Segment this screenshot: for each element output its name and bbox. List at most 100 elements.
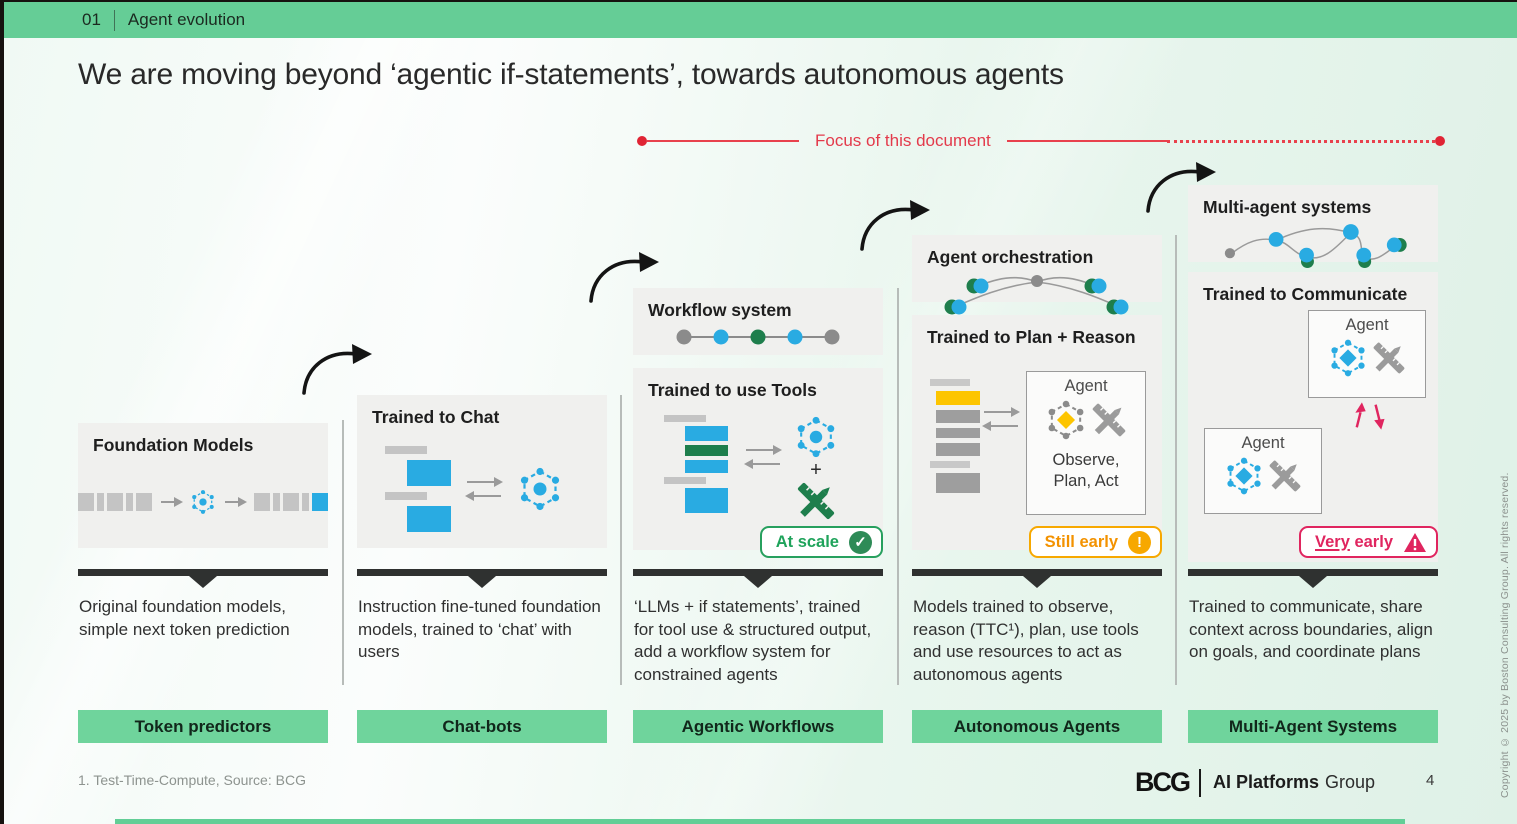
predicted-token [311,493,328,511]
stage-label: Multi-Agent Systems [1188,710,1438,743]
token-prediction-illustration [78,480,328,524]
arrow-left-icon [984,425,1018,427]
neural-network-icon [797,416,835,458]
tools-icon [1269,460,1300,492]
column-token-predictors: Foundation Models Original foundation mo… [78,0,328,824]
stage-pointer [468,576,496,588]
focus-annotation: Focus of this document [637,131,1445,151]
tools-icon [797,482,835,520]
stage-pointer [189,576,217,588]
arrow-right-icon [224,496,248,507]
tools-icon [1092,403,1125,437]
structured-output-stack [664,415,728,513]
card-title: Workflow system [648,300,792,320]
card-trained-to-chat: Trained to Chat [357,395,607,548]
highlighted-step [936,391,980,405]
curved-arrow-icon [589,252,659,303]
stage-description: Models trained to observe, reason (TTC¹)… [913,597,1139,684]
card-workflow-system: Workflow system [633,288,883,355]
page-number: 4 [1426,772,1435,789]
column-agentic-workflows: Workflow system Trained to use Tools [633,0,883,824]
card-title: Trained to Communicate [1203,284,1408,304]
stage-label: Chat-bots [357,710,607,743]
column-chat-bots: Trained to Chat Instructi [357,0,607,824]
stage-bar [78,569,328,576]
stage-pointer [744,576,772,588]
neural-network-icon [520,467,560,511]
card-title: Agent orchestration [927,247,1094,267]
curved-arrow-icon [1146,162,1216,213]
card-title: Trained to Plan + Reason [927,327,1136,347]
section-number: 01 [82,10,101,29]
multi-agent-network-icon [1224,224,1407,268]
arrow-right-icon [746,444,782,455]
copyright-notice: Copyright © 2025 by Boston Consulting Gr… [1499,472,1511,798]
slide-left-edge [0,0,4,824]
tool-exchange-arrows [746,444,782,465]
neural-network-diamond-icon [1226,457,1261,495]
stage-label: Agentic Workflows [633,710,883,743]
card-title: Foundation Models [93,435,254,455]
stage-description: ‘LLMs + if statements’, trained for tool… [634,597,872,684]
agent-orchestration-icon [944,275,1129,315]
card-trained-to-plan-reason: Trained to Plan + Reason Agent [912,315,1162,550]
card-foundation-models: Foundation Models [78,423,328,548]
brand-footer: BCG AI Platforms Group [1135,767,1375,798]
message-exchange-arrows [467,476,503,497]
stage-label: Autonomous Agents [912,710,1162,743]
column-divider [342,420,344,685]
agent-box-bottom: Agent [1204,428,1322,514]
curved-arrow-icon [860,200,930,251]
chat-messages [385,446,451,532]
agent-box-title: Agent [1064,377,1108,395]
chat-illustration [357,446,607,532]
page-title: We are moving beyond ‘agentic if-stateme… [78,58,1064,91]
column-autonomous-agents: Agent orchestration Trained to Plan + Re… [912,0,1162,824]
input-tokens [78,493,152,511]
plan-stack [930,379,980,493]
stage-pointer [1299,576,1327,588]
focus-line-right-dotted [1166,139,1435,143]
bcg-logo: BCG [1135,767,1191,797]
neural-network-diamond-icon [1330,339,1365,377]
maturity-badge-still-early: Still early ! [1028,526,1162,558]
focus-line-end-dot [1435,136,1445,146]
neural-network-icon [192,490,214,514]
tools-icon [1373,342,1404,374]
stage-description: Trained to communicate, share context ac… [1189,597,1433,662]
column-divider [1175,235,1177,685]
agent-box-title: Agent [1345,316,1389,334]
check-circle-icon: ✓ [849,530,872,554]
card-title: Trained to use Tools [648,380,817,400]
brand-group-bold: AI Platforms [1213,772,1320,792]
card-title: Multi-agent systems [1203,197,1372,217]
card-trained-to-use-tools: Trained to use Tools [633,368,883,550]
card-agent-orchestration: Agent orchestration [912,235,1162,315]
maturity-badge-at-scale: At scale ✓ [759,526,883,558]
communication-arrows-icon [1355,402,1385,430]
focus-label: Focus of this document [815,131,991,150]
arrow-left-icon [746,463,780,465]
stage-label: Token predictors [78,710,328,743]
section-divider [113,9,115,31]
card-title: Trained to Chat [372,407,500,427]
section-header-bar: 01 Agent evolution [4,2,1517,38]
warning-triangle-icon [1404,532,1426,552]
card-trained-to-communicate: Trained to Communicate Agent [1188,272,1438,562]
maturity-badge-very-early: Very early [1299,526,1438,558]
stage-description: Original foundation models, simple next … [79,597,290,639]
tool-use-illustration: + [633,415,883,521]
agent-exchange-arrows [984,406,1020,427]
stage-bar [912,569,1162,576]
column-divider [897,288,899,685]
curved-arrow-icon [302,344,372,395]
brand-divider [1199,768,1201,797]
arrow-right-icon [161,496,184,507]
plus-icon: + [810,459,822,481]
arrow-right-icon [984,406,1020,417]
bottom-accent-bar [115,819,1405,824]
stage-bar [357,569,607,576]
arrow-left-icon [467,495,501,497]
focus-line-left [647,139,799,143]
